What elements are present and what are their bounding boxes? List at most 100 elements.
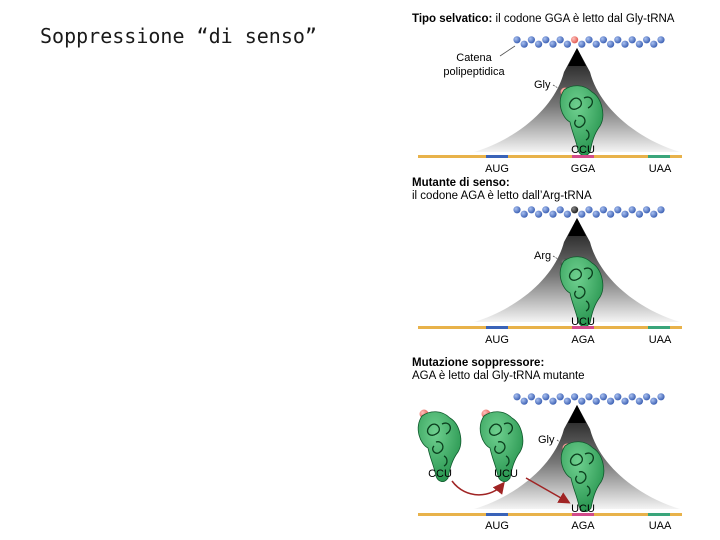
amino-acid-bead: [635, 210, 644, 218]
amino-acid-bead: [549, 397, 557, 405]
panel3-heading-bold: Mutazione soppressore:: [412, 357, 544, 369]
panel-suppressor: Mutazione soppressore: AGA è letto dal G…: [412, 357, 682, 532]
panel1-heading-rest: il codone GGA è letto dal Gly-tRNA: [492, 13, 674, 25]
aa-label: Gly: [534, 79, 551, 91]
amino-acid-bead: [542, 393, 550, 401]
codon-mid: AGA: [571, 520, 595, 532]
amino-acid-bead: [635, 40, 644, 48]
amino-acid-bead: [556, 393, 564, 401]
panel1-heading-bold: Tipo selvatico:: [412, 13, 492, 25]
amino-acid-bead: [563, 210, 572, 218]
exit-tunnel-arrow: [568, 405, 586, 423]
codon-start-mark: [486, 155, 508, 158]
slide-title: Soppressione “di senso”: [40, 24, 317, 48]
amino-acid-bead: [549, 40, 557, 48]
chain-label-line1: Catena: [456, 52, 492, 64]
codon-stop: UAA: [649, 163, 672, 175]
panel-missense: Mutante di senso: il codone AGA è letto …: [412, 177, 682, 346]
amino-acid-bead: [513, 36, 521, 44]
amino-acid-bead: [599, 206, 608, 214]
amino-acid-bead: [520, 210, 528, 218]
amino-acid-bead: [556, 206, 564, 214]
exit-tunnel-arrow: [568, 218, 586, 236]
panel2-heading-line2: il codone AGA è letto dall’Arg-tRNA: [412, 190, 592, 202]
amino-acid-bead: [542, 36, 550, 44]
amino-acid-bead: [535, 397, 543, 405]
codon-mid: GGA: [571, 163, 596, 175]
amino-acid-bead: [571, 36, 579, 44]
mrna-strand: [418, 513, 682, 516]
chain-label-line2: polipeptidica: [443, 66, 505, 78]
mrna-strand: [418, 326, 682, 329]
amino-acid-bead: [556, 36, 564, 44]
amino-acid-bead: [657, 393, 665, 401]
codon-start: AUG: [485, 520, 509, 532]
codon-start-mark: [486, 513, 508, 516]
amino-acid-bead: [643, 206, 651, 214]
amino-acid-bead: [650, 397, 658, 405]
codon-stop-mark: [648, 326, 670, 329]
amino-acid-bead: [628, 36, 636, 44]
codon-start: AUG: [485, 334, 509, 346]
amino-acid-bead: [549, 210, 557, 218]
amino-acid-bead: [571, 393, 579, 401]
codon-mid: AGA: [571, 334, 595, 346]
amino-acid-bead: [527, 393, 536, 401]
amino-acid-bead: [585, 36, 593, 44]
mutation-arrow: [451, 480, 505, 496]
amino-acid-bead: [650, 210, 658, 218]
codon-stop: UAA: [649, 334, 672, 346]
amino-acid-bead: [578, 210, 586, 218]
codon-stop-mark: [648, 513, 670, 516]
aa-label-leader: [556, 439, 566, 447]
amino-acid-bead: [520, 397, 528, 405]
panel-wild-type: Tipo selvatico: il codone GGA è letto da…: [412, 13, 682, 175]
amino-acid-bead: [599, 393, 608, 401]
amino-acid-bead: [535, 210, 543, 218]
amino-acid-bead: [643, 36, 651, 44]
mrna-strand: [418, 155, 682, 158]
amino-acid-bead: [650, 40, 658, 48]
codon-mid-mark: [572, 326, 594, 329]
anticodon: CCU: [571, 144, 595, 156]
amino-acid-bead: [643, 393, 651, 401]
aa-label: Arg: [534, 250, 551, 262]
codon-stop: UAA: [649, 520, 672, 532]
amino-acid-bead: [563, 397, 572, 405]
amino-acid-bead: [592, 210, 600, 218]
amino-acid-bead: [578, 397, 586, 405]
amino-acid-bead: [607, 210, 615, 218]
codon-stop-mark: [648, 155, 670, 158]
amino-acid-bead: [599, 36, 608, 44]
amino-acid-bead: [520, 40, 528, 48]
amino-acid-bead: [628, 206, 636, 214]
trna-free-anticodon-2: UCU: [494, 468, 518, 480]
polypeptide-chain: [513, 393, 665, 405]
amino-acid-bead: [542, 206, 550, 214]
panel3-heading-line2: AGA è letto dal Gly-tRNA mutante: [412, 370, 585, 382]
amino-acid-bead: [513, 393, 521, 401]
trna-free-anticodon-1: CCU: [428, 468, 452, 480]
exit-tunnel-arrow: [568, 48, 586, 66]
amino-acid-bead: [527, 206, 536, 214]
amino-acid-bead: [628, 393, 636, 401]
amino-acid-bead: [614, 36, 622, 44]
amino-acid-bead: [621, 397, 629, 405]
amino-acid-bead: [607, 40, 615, 48]
polypeptide-chain: [513, 36, 665, 48]
chain-label-leader: [499, 45, 516, 57]
amino-acid-bead: [614, 393, 622, 401]
codon-mid-mark: [572, 513, 594, 516]
amino-acid-bead: [657, 36, 665, 44]
amino-acid-bead: [571, 206, 579, 214]
amino-acid-bead: [535, 40, 543, 48]
polypeptide-chain: [513, 206, 665, 218]
amino-acid-bead: [592, 40, 600, 48]
amino-acid-bead: [614, 206, 622, 214]
codon-mid-mark: [572, 155, 594, 158]
amino-acid-bead: [513, 206, 521, 214]
anticodon: UCU: [571, 503, 595, 515]
amino-acid-bead: [563, 40, 572, 48]
codon-start: AUG: [485, 163, 509, 175]
